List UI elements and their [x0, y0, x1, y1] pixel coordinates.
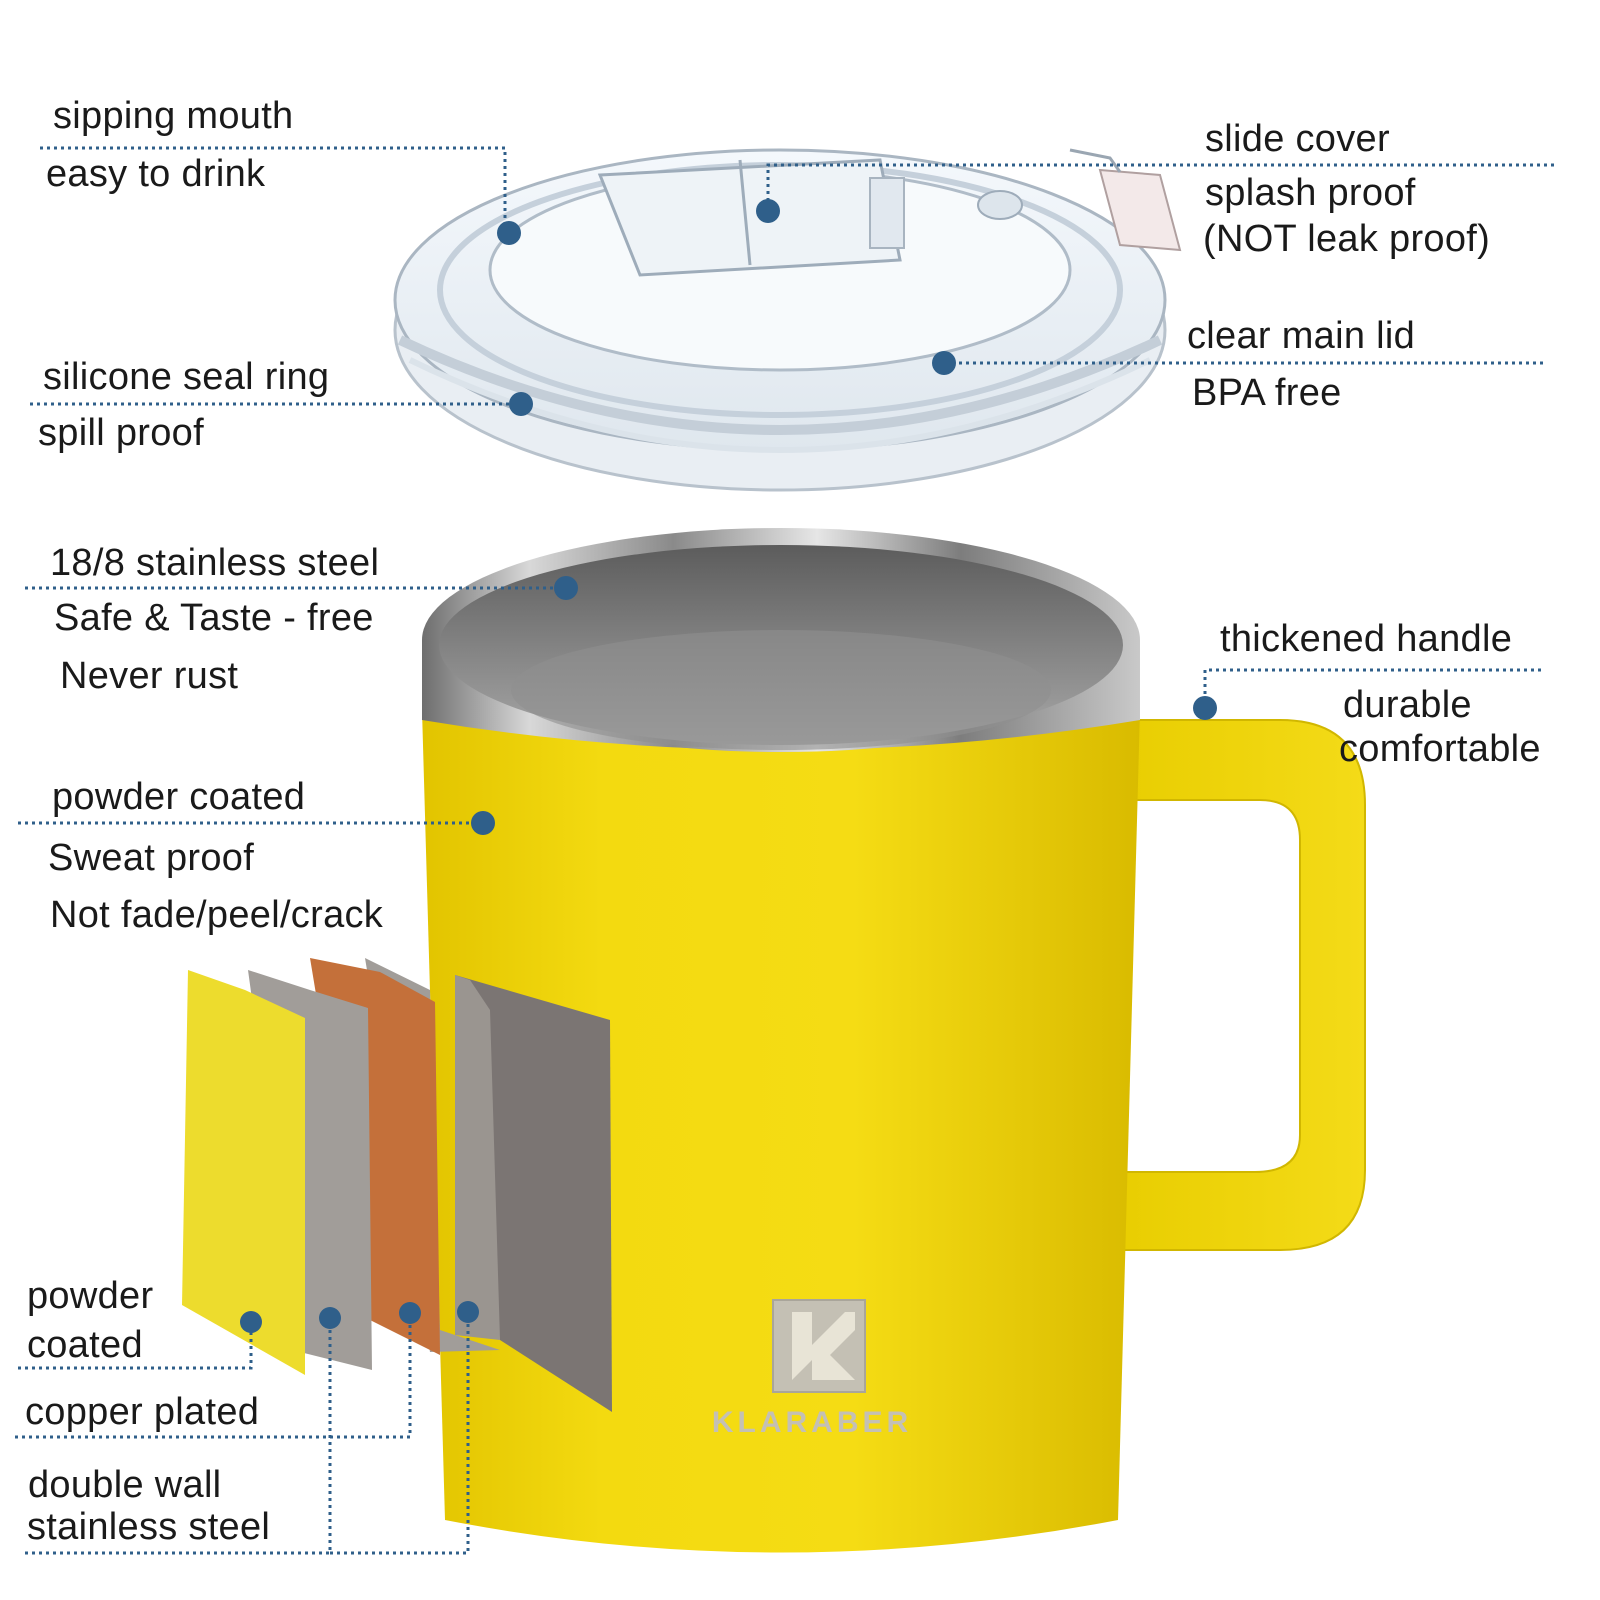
slide-cover-subtitle: splash proof [1205, 172, 1416, 214]
powder-coat-subtitle: Sweat proof [48, 837, 255, 879]
sipping-mouth-subtitle: easy to drink [46, 153, 266, 195]
layer-powder-line1: powder [27, 1275, 154, 1317]
sipping-mouth-title: sipping mouth [53, 95, 294, 137]
callout-lines [15, 146, 1555, 1555]
slide-cover-title: slide cover [1205, 118, 1390, 160]
steel-subtitle: Safe & Taste - free [54, 597, 374, 639]
powder-coat-title: powder coated [52, 776, 306, 818]
seal-ring-title: silicone seal ring [43, 356, 330, 398]
clear-lid-illustration [393, 148, 1182, 492]
layer-double-wall-line2: stainless steel [27, 1506, 271, 1548]
slide-cover-note: (NOT leak proof) [1203, 218, 1491, 260]
svg-text:KLARABER: KLARABER [712, 1406, 912, 1439]
handle-title: thickened handle [1220, 618, 1513, 660]
brand-logo: KLARABER [712, 1299, 912, 1439]
seal-ring-subtitle: spill proof [38, 412, 204, 454]
steel-title: 18/8 stainless steel [50, 542, 380, 584]
steel-note: Never rust [60, 655, 239, 697]
layer-copper-label: copper plated [25, 1391, 260, 1433]
layer-powder-line2: coated [27, 1324, 143, 1366]
wall-layers-cutaway [182, 958, 612, 1412]
callout-dots [240, 199, 1217, 1333]
handle-note: comfortable [1339, 728, 1541, 770]
main-lid-subtitle: BPA free [1192, 372, 1342, 414]
layer-double-wall-line1: double wall [28, 1464, 222, 1506]
powder-coat-note: Not fade/peel/crack [50, 894, 384, 936]
handle-subtitle: durable [1343, 684, 1472, 726]
main-lid-title: clear main lid [1187, 315, 1416, 357]
